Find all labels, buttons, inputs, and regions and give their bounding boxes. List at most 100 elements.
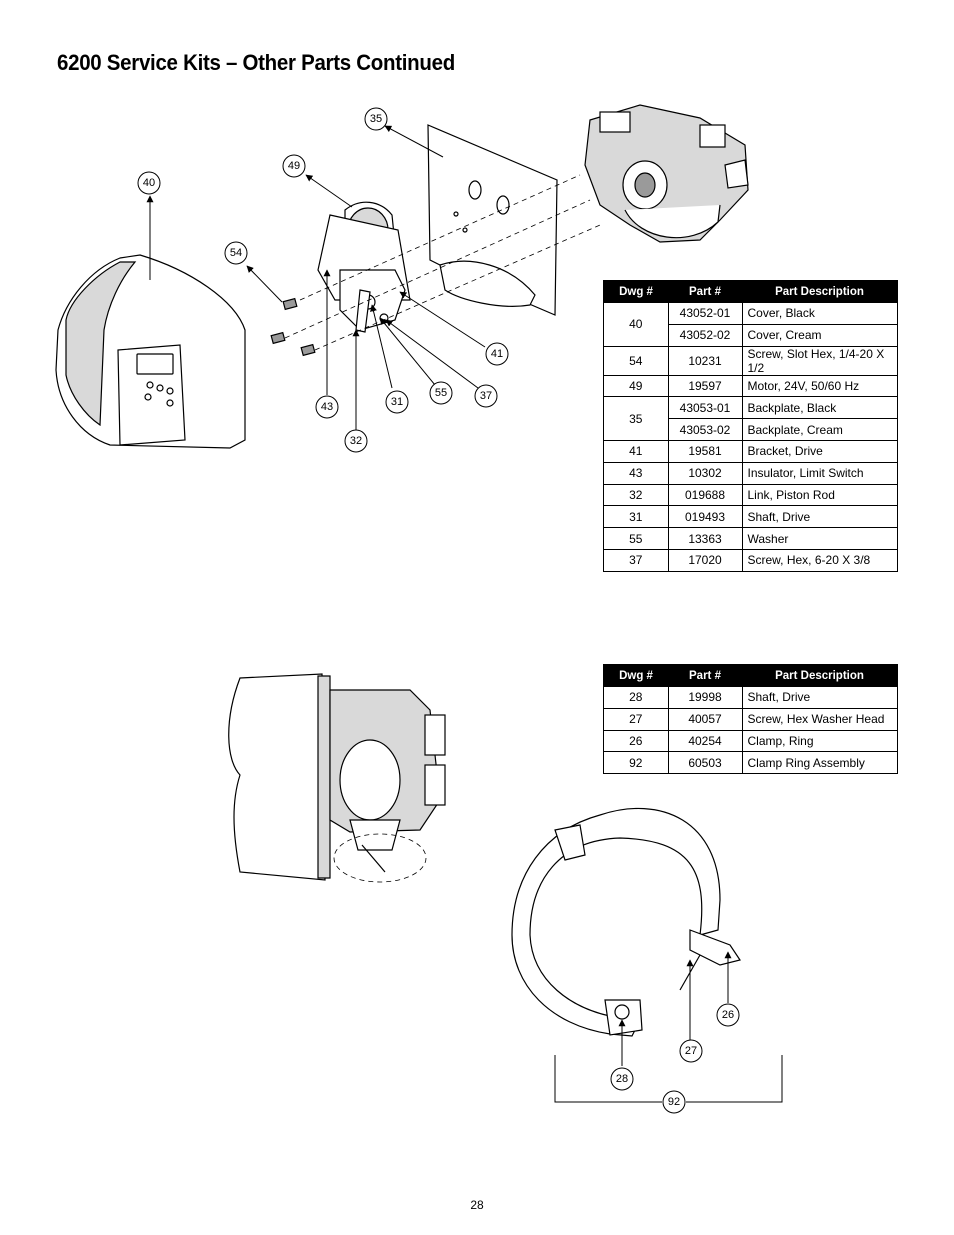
table-row: 40 43052-01 Cover, Black (603, 302, 898, 347)
cell-part: 019493 (667, 505, 743, 529)
parts-table-upper: Dwg # Part # Part Description 40 43052-0… (603, 280, 898, 572)
cell-description: Cover, Black (741, 302, 898, 325)
cell-description: Screw, Hex Washer Head (741, 707, 898, 731)
cell-description: Screw, Hex, 6-20 X 3/8 (741, 548, 898, 572)
table-row: 37 17020 Screw, Hex, 6-20 X 3/8 (603, 548, 898, 572)
cell-part: 43052-02 (667, 323, 743, 347)
table-row: 35 43053-01 Backplate, Black (603, 396, 898, 441)
cell-part: 19998 (667, 686, 743, 709)
svg-text:92: 92 (668, 1096, 680, 1108)
svg-text:49: 49 (288, 160, 300, 172)
svg-text:31: 31 (391, 396, 403, 408)
cell-part: 60503 (667, 751, 743, 775)
cell-dwg: 35 (603, 396, 669, 441)
svg-text:41: 41 (491, 348, 503, 360)
cell-description: Bracket, Drive (741, 439, 898, 463)
cell-description: Shaft, Drive (741, 686, 898, 709)
cell-part: 40254 (667, 729, 743, 753)
table-row: 28 19998 Shaft, Drive (603, 686, 898, 709)
cell-part: 43052-01 (667, 302, 743, 325)
svg-text:35: 35 (370, 113, 382, 125)
column-header-description: Part Description (742, 664, 898, 687)
callout-26: 26 (716, 1003, 740, 1027)
column-header-part: Part # (668, 664, 742, 687)
cell-part: 40057 (667, 707, 743, 731)
svg-text:37: 37 (480, 390, 492, 402)
callout-43: 43 (315, 395, 339, 419)
svg-text:55: 55 (435, 387, 447, 399)
column-header-part: Part # (668, 280, 742, 303)
cell-description: Clamp, Ring (741, 729, 898, 753)
cell-dwg: 54 (603, 345, 669, 376)
table-row: 49 19597 Motor, 24V, 50/60 Hz (603, 374, 898, 398)
cell-description: Link, Piston Rod (741, 483, 898, 507)
svg-text:26: 26 (722, 1009, 734, 1021)
cell-part: 17020 (667, 548, 743, 572)
backplate-illustration (427, 124, 558, 316)
column-header-dwg: Dwg # (603, 664, 668, 687)
cell-description: Screw, Slot Hex, 1/4-20 X 1/2 (741, 345, 898, 376)
callout-49: 49 (282, 154, 306, 178)
cell-dwg: 27 (603, 707, 669, 731)
cell-description: Washer (741, 527, 898, 550)
page-title: 6200 Service Kits – Other Parts Continue… (57, 50, 455, 75)
cell-part: 10231 (667, 345, 743, 376)
callout-41: 41 (485, 342, 509, 366)
callout-35: 35 (364, 107, 388, 131)
callout-54: 54 (224, 241, 248, 265)
callout-55: 55 (429, 381, 453, 405)
callout-31: 31 (385, 390, 409, 414)
cell-description: Clamp Ring Assembly (741, 751, 898, 775)
callout-28: 28 (610, 1067, 634, 1091)
svg-text:27: 27 (685, 1045, 697, 1057)
cell-dwg: 43 (603, 461, 669, 485)
clamp-ring-illustration (511, 807, 741, 1037)
cell-dwg: 32 (603, 483, 669, 507)
cell-part: 19581 (667, 439, 743, 463)
cell-part: 19597 (667, 374, 743, 398)
svg-text:40: 40 (143, 177, 155, 189)
table-row: 27 40057 Screw, Hex Washer Head (603, 707, 898, 731)
table-header-row: Dwg # Part # Part Description (603, 664, 898, 687)
cell-dwg: 31 (603, 505, 669, 529)
svg-text:28: 28 (616, 1073, 628, 1085)
cell-dwg: 28 (603, 686, 669, 709)
screws-illustration (270, 297, 316, 357)
callout-40: 40 (137, 171, 161, 195)
table-row: 43 10302 Insulator, Limit Switch (603, 461, 898, 485)
cell-part: 43053-02 (667, 418, 743, 441)
cell-part: 13363 (667, 527, 743, 550)
svg-text:54: 54 (230, 247, 242, 259)
svg-text:32: 32 (350, 435, 362, 447)
cell-description: Shaft, Drive (741, 505, 898, 529)
column-header-dwg: Dwg # (603, 280, 668, 303)
cell-dwg: 41 (603, 439, 669, 463)
table-row: 92 60503 Clamp Ring Assembly (603, 751, 898, 775)
table-header-row: Dwg # Part # Part Description (603, 280, 898, 303)
callout-27: 27 (679, 1039, 703, 1063)
cell-part: 10302 (667, 461, 743, 485)
table-row: 26 40254 Clamp, Ring (603, 729, 898, 753)
table-row: 55 13363 Washer (603, 527, 898, 550)
cell-part: 43053-01 (667, 396, 743, 420)
cell-description: Backplate, Cream (741, 418, 898, 441)
parts-table-lower: Dwg # Part # Part Description 28 19998 S… (603, 664, 898, 775)
cover-illustration (55, 254, 246, 449)
cell-description: Backplate, Black (741, 396, 898, 420)
svg-text:43: 43 (321, 401, 333, 413)
table-row: 32 019688 Link, Piston Rod (603, 483, 898, 507)
table-row: 54 10231 Screw, Slot Hex, 1/4-20 X 1/2 (603, 345, 898, 376)
cell-description: Insulator, Limit Switch (741, 461, 898, 485)
cell-dwg: 40 (603, 302, 669, 347)
cell-description: Cover, Cream (741, 323, 898, 347)
cell-dwg: 49 (603, 374, 669, 398)
cell-dwg: 37 (603, 548, 669, 572)
cell-dwg: 55 (603, 527, 669, 550)
callout-32: 32 (344, 429, 368, 453)
cell-part: 019688 (667, 483, 743, 507)
valve-body-illustration (584, 104, 749, 243)
cell-description: Motor, 24V, 50/60 Hz (741, 374, 898, 398)
side-view-illustration (228, 673, 446, 883)
cell-dwg: 26 (603, 729, 669, 753)
